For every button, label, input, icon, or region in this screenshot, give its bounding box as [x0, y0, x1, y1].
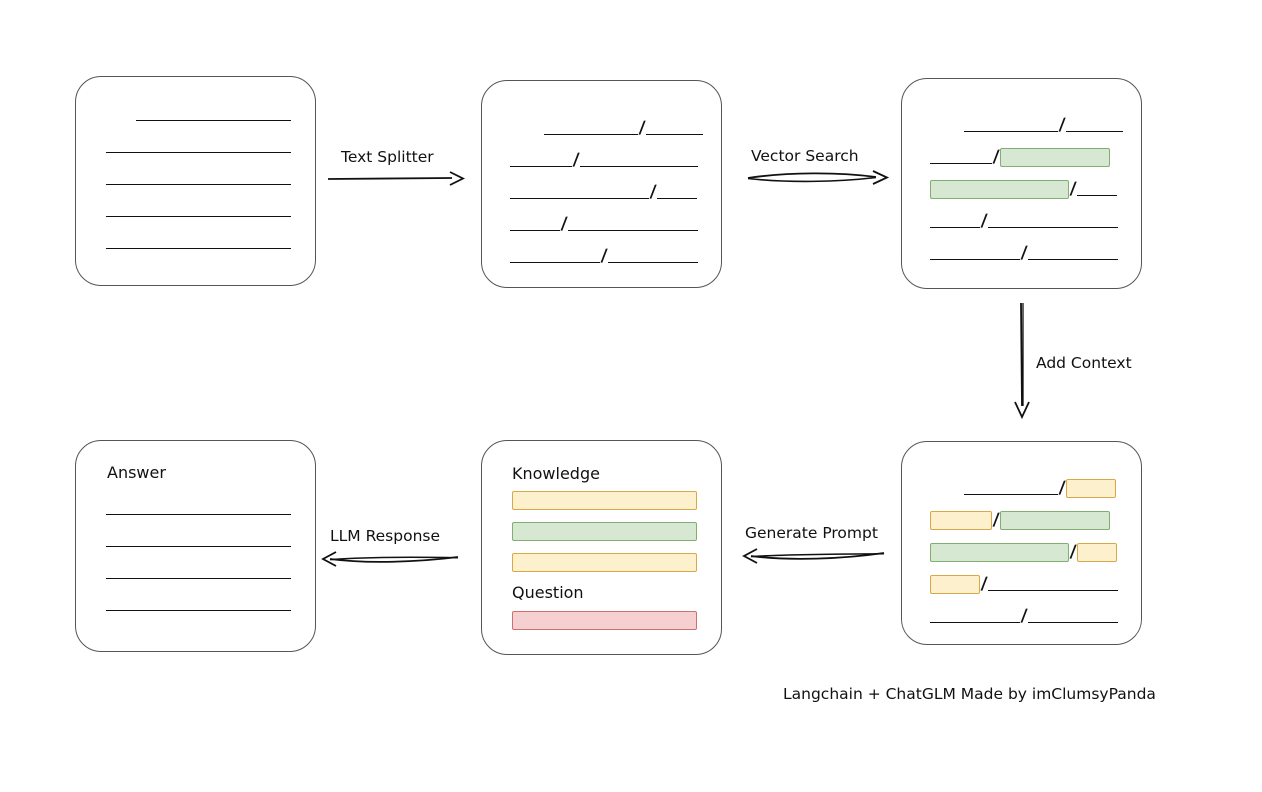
separator-slash: / [600, 245, 608, 266]
text-line-segment [510, 198, 649, 199]
chunk-row: / [902, 115, 1203, 135]
text-line [106, 152, 291, 153]
highlight-chip-green [930, 179, 1069, 199]
split-chunks-card[interactable]: / / / / / [481, 80, 722, 288]
text-line [106, 610, 291, 611]
text-line [106, 184, 291, 185]
text-line-segment [964, 131, 1058, 132]
source-document-card[interactable] [75, 76, 316, 286]
chunk-row: / [902, 606, 1169, 626]
chunk-row: / [902, 510, 1169, 530]
chunk-row: / [902, 478, 1203, 498]
separator-slash: / [1069, 178, 1077, 199]
separator-slash: / [1058, 114, 1066, 135]
text-line-segment [510, 230, 560, 231]
chunk-row: / [902, 243, 1169, 263]
prompt-bars [482, 441, 721, 654]
highlight-chip-yellow [1066, 478, 1117, 498]
question-label: Question [512, 583, 584, 602]
chunk-row: / [482, 214, 749, 234]
edge-label-generate-prompt: Generate Prompt [745, 524, 878, 542]
text-line-segment [988, 227, 1119, 228]
text-line [106, 514, 291, 515]
highlight-chip-green [1000, 510, 1111, 530]
text-line-segment [930, 259, 1020, 260]
generate-prompt-arrow [742, 548, 885, 564]
highlight-chip-yellow [930, 574, 980, 594]
edge-label-add-context: Add Context [1036, 354, 1132, 372]
text-line-segment [1028, 259, 1119, 260]
edge-label-llm-response: LLM Response [330, 527, 441, 545]
knowledge-bar-green [512, 522, 697, 541]
add-context-arrow [1014, 302, 1030, 420]
highlight-chip-green [1000, 147, 1111, 167]
knowledge-bar-yellow [512, 491, 697, 510]
separator-slash: / [1020, 242, 1028, 263]
edge-label-text-splitter: Text Splitter [341, 148, 434, 166]
knowledge-label: Knowledge [512, 464, 600, 483]
text-line-segment [568, 230, 699, 231]
text-line-segment [510, 166, 572, 167]
highlight-chip-yellow [1077, 542, 1118, 562]
llm-response-arrow [321, 551, 459, 567]
text-line-segment [608, 262, 699, 263]
separator-slash: / [992, 509, 1000, 530]
text-line-segment [930, 622, 1020, 623]
text-line [106, 546, 291, 547]
chunk-row: / [902, 179, 1169, 199]
text-line-segment [544, 134, 638, 135]
separator-slash: / [980, 573, 988, 594]
answer-lines [76, 441, 315, 651]
chunk-row: / [902, 211, 1169, 231]
separator-slash: / [649, 181, 657, 202]
prompt-card[interactable]: Knowledge Question [481, 440, 722, 655]
text-line [106, 578, 291, 579]
chunk-row: / [902, 574, 1169, 594]
text-line [106, 216, 291, 217]
text-line [106, 248, 291, 249]
answer-title: Answer [107, 463, 166, 482]
separator-slash: / [992, 146, 1000, 167]
text-line [136, 120, 291, 121]
chunk-row: / [902, 147, 1169, 167]
text-line-segment [988, 590, 1119, 591]
chunk-row: / [482, 150, 749, 170]
separator-slash: / [980, 210, 988, 231]
knowledge-bar-yellow [512, 553, 697, 572]
text-line-segment [657, 198, 698, 199]
context-enriched-lines: / / / / / [902, 442, 1141, 644]
chunk-row: / [482, 182, 749, 202]
text-line-segment [580, 166, 699, 167]
highlight-chip-yellow [930, 510, 992, 530]
context-enriched-card[interactable]: / / / / / [901, 441, 1142, 645]
text-line-segment [964, 494, 1058, 495]
separator-slash: / [1058, 477, 1066, 498]
text-line-segment [510, 262, 600, 263]
vector-search-results-card[interactable]: / / / / / [901, 78, 1142, 289]
chunk-row: / [902, 542, 1169, 562]
highlight-chip-green [930, 542, 1069, 562]
text-line-segment [1066, 131, 1124, 132]
separator-slash: / [572, 149, 580, 170]
edge-label-vector-search: Vector Search [751, 147, 859, 165]
text-line-segment [930, 227, 980, 228]
separator-slash: / [1020, 605, 1028, 626]
chunk-row: / [482, 246, 749, 266]
footer-credit: Langchain + ChatGLM Made by imClumsyPand… [783, 685, 1156, 703]
vector-search-arrow [747, 170, 890, 185]
separator-slash: / [638, 117, 646, 138]
text-line-segment [1028, 622, 1119, 623]
text-line-segment [646, 134, 704, 135]
text-line-segment [930, 163, 992, 164]
split-chunks-lines: / / / / / [482, 81, 721, 287]
answer-card[interactable]: Answer [75, 440, 316, 652]
source-document-lines [76, 77, 315, 285]
separator-slash: / [1069, 541, 1077, 562]
text-splitter-arrow [327, 171, 466, 186]
question-bar-red [512, 611, 697, 630]
chunk-row: / [482, 118, 783, 138]
separator-slash: / [560, 213, 568, 234]
vector-search-results-lines: / / / / / [902, 79, 1141, 288]
text-line-segment [1077, 195, 1118, 196]
